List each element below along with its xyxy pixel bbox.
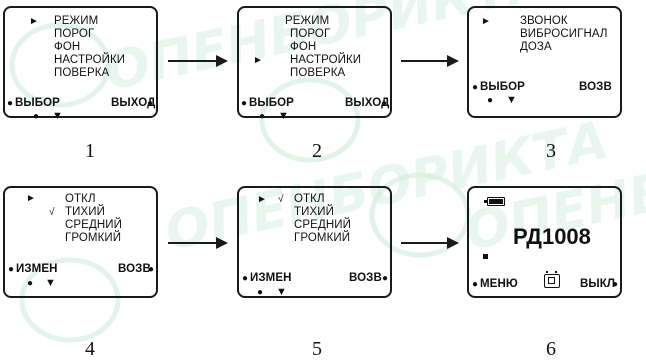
left-button-label[interactable]: МЕНЮ (480, 278, 518, 290)
caption-3: 3 (546, 140, 556, 162)
screen-3: ► ЗВОНОК ВИБРОСИГНАЛ ДОЗА ● ВЫБОР ВОЗВ ●… (467, 6, 622, 118)
dot-icon: ● (487, 95, 494, 106)
film-icon (544, 271, 560, 288)
screen-2: РЕЖИМ ПОРОГ ФОН ► НАСТРОЙКИ ПОВЕРКА ● ВЫ… (237, 6, 392, 122)
option-line: ОТКЛ (294, 193, 325, 205)
dot-icon: ● (148, 264, 155, 275)
caption-6: 6 (546, 338, 556, 360)
dot-icon: ● (241, 98, 248, 109)
option-line: СРЕДНИЙ (294, 219, 351, 231)
pointer-icon: ► (26, 193, 36, 204)
dot-icon: ● (257, 287, 264, 298)
left-button-label[interactable]: ИЗМЕН (250, 272, 292, 284)
menu-line: РЕЖИМ (54, 15, 99, 27)
down-triangle-icon: ▼ (506, 94, 517, 106)
battery-icon (484, 197, 505, 206)
check-icon: √ (49, 207, 55, 218)
menu-line: РЕЖИМ (285, 15, 330, 27)
screen-6: РД1008 ● МЕНЮ ВЫКЛ ● (467, 186, 622, 298)
caption-5: 5 (312, 338, 322, 360)
right-button-label[interactable]: ВОЗВ (349, 272, 382, 284)
dot-icon: ● (33, 111, 40, 122)
option-line: ТИХИЙ (294, 206, 334, 218)
arrow-icon (401, 55, 459, 67)
caption-2: 2 (312, 140, 322, 162)
option-line: ГРОМКИЙ (294, 232, 351, 244)
dot-icon: ● (259, 111, 266, 122)
right-button-label[interactable]: ВЫХОД (345, 97, 390, 109)
left-button-label[interactable]: ВЫБОР (480, 81, 525, 93)
arrow-icon (401, 237, 459, 249)
option-line: СРЕДНИЙ (65, 219, 122, 231)
screen-5: ► √ ОТКЛ ТИХИЙ СРЕДНИЙ ГРОМКИЙ ● ИЗМЕН В… (237, 186, 392, 298)
device-title: РД1008 (513, 224, 591, 249)
down-triangle-icon: ▼ (276, 286, 287, 298)
right-button-label[interactable]: ВЫКЛ (580, 278, 616, 290)
dot-icon: ● (472, 82, 479, 93)
arrow-icon (168, 237, 228, 249)
pointer-icon: ► (481, 16, 491, 27)
down-triangle-icon: ▼ (45, 277, 56, 289)
cursor-square-icon (483, 254, 488, 259)
option-line: ТИХИЙ (65, 206, 105, 218)
menu-line: ПОВЕРКА (54, 67, 110, 79)
left-button-label[interactable]: ВЫБОР (249, 97, 294, 109)
screen-4: ► ОТКЛ √ ТИХИЙ СРЕДНИЙ ГРОМКИЙ ● ИЗМЕН В… (3, 186, 158, 298)
option-line: ГРОМКИЙ (65, 232, 122, 244)
menu-line: НАСТРОЙКИ (54, 54, 126, 66)
caption-4: 4 (85, 338, 95, 360)
pointer-icon: ► (257, 194, 267, 205)
arrow-icon (168, 55, 228, 67)
menu-line: ПОРОГ (54, 28, 95, 40)
menu-line: НАСТРОЙКИ (290, 54, 362, 66)
pointer-icon: ► (253, 55, 263, 66)
check-icon: √ (278, 194, 284, 205)
menu-line: ВИБРОСИГНАЛ (520, 28, 608, 40)
dot-icon: ● (27, 278, 34, 289)
dot-icon: ● (612, 279, 619, 290)
right-button-label[interactable]: ВЫХОД (111, 97, 156, 109)
dot-icon: ● (472, 279, 479, 290)
caption-1: 1 (85, 140, 95, 162)
menu-line: ПОВЕРКА (290, 67, 346, 79)
dot-icon: ● (381, 98, 388, 109)
menu-line: ДОЗА (520, 41, 552, 53)
down-triangle-icon: ▼ (52, 110, 63, 122)
menu-line: ФОН (290, 41, 317, 53)
menu-line: ЗВОНОК (520, 15, 568, 27)
menu-line: ПОРОГ (290, 28, 331, 40)
pointer-icon: ► (29, 16, 39, 27)
menu-line: ФОН (54, 41, 81, 53)
dot-icon: ● (382, 273, 389, 284)
screen-1: ► РЕЖИМ ПОРОГ ФОН НАСТРОЙКИ ПОВЕРКА ● ВЫ… (3, 6, 158, 122)
down-triangle-icon: ▼ (278, 110, 289, 122)
dot-icon: ● (8, 264, 15, 275)
dot-icon: ● (7, 98, 14, 109)
dot-icon: ● (242, 273, 249, 284)
dot-icon: ● (147, 98, 154, 109)
right-button-label[interactable]: ВОЗВ (579, 81, 612, 93)
option-line: ОТКЛ (65, 193, 96, 205)
left-button-label[interactable]: ИЗМЕН (16, 263, 58, 275)
left-button-label[interactable]: ВЫБОР (15, 97, 60, 109)
right-button-label[interactable]: ВОЗВ (118, 263, 151, 275)
